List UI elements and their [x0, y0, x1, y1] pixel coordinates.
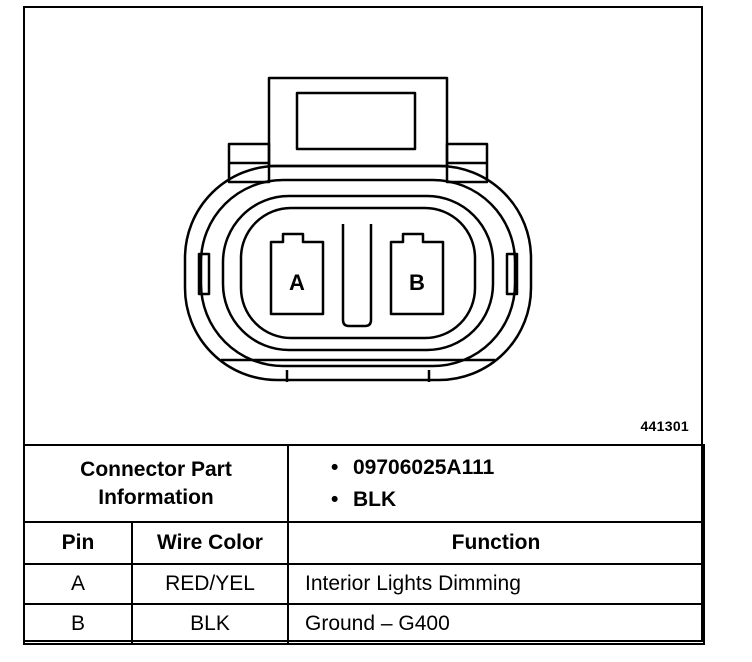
- cavity-a-label: A: [289, 270, 305, 295]
- part-info-row: Connector Part Information • 09706025A111…: [23, 444, 705, 523]
- function-cell: Interior Lights Dimming: [287, 563, 705, 605]
- part-color-item: • BLK: [331, 484, 703, 516]
- function-cell: Ground – G400: [287, 603, 705, 645]
- connector-drawing-area: A B 441301: [25, 8, 701, 444]
- locking-tab-outer: [267, 76, 449, 168]
- cavity-a-outline: [269, 232, 325, 316]
- wire-color-cell: BLK: [131, 603, 289, 645]
- cavity-b-outline: [389, 232, 445, 316]
- part-info-values-cell: • 09706025A111 • BLK: [287, 444, 705, 523]
- part-color-value: BLK: [353, 487, 397, 511]
- cavity-b-label: B: [409, 270, 425, 295]
- side-latch-left: [197, 252, 211, 296]
- locking-tab-inner: [295, 91, 417, 151]
- connector-diagram-frame: A B 441301 Connector Part Information • 0…: [23, 6, 705, 645]
- connector-seal-ring: [221, 194, 495, 352]
- figure-id-number: 441301: [640, 418, 689, 434]
- part-number-value: 09706025A111: [353, 455, 495, 479]
- part-info-label-cell: Connector Part Information: [23, 444, 289, 523]
- bullet-glyph: •: [331, 455, 339, 479]
- bullet-glyph: •: [331, 487, 339, 511]
- connector-shell-ring: [199, 178, 517, 368]
- part-number-item: • 09706025A111: [331, 452, 703, 484]
- table-row: B BLK Ground – G400: [23, 603, 705, 645]
- pin-cell: B: [23, 603, 133, 645]
- header-function: Function: [287, 521, 705, 565]
- center-divider-key: [341, 224, 373, 328]
- wire-color-cell: RED/YEL: [131, 563, 289, 605]
- header-wire-color: Wire Color: [131, 521, 289, 565]
- table-header-row: Pin Wire Color Function: [23, 521, 705, 565]
- table-row: A RED/YEL Interior Lights Dimming: [23, 563, 705, 605]
- side-latch-right: [505, 252, 519, 296]
- part-info-label-line2: Information: [98, 485, 214, 509]
- connector-face-svg: A B: [183, 76, 533, 382]
- part-info-label-line1: Connector Part: [80, 457, 232, 481]
- connector-outer-shell: [183, 164, 533, 382]
- connector-inner-face: [239, 206, 477, 340]
- pin-cell: A: [23, 563, 133, 605]
- connector-info-table: Connector Part Information • 09706025A111…: [23, 444, 705, 645]
- header-pin: Pin: [23, 521, 133, 565]
